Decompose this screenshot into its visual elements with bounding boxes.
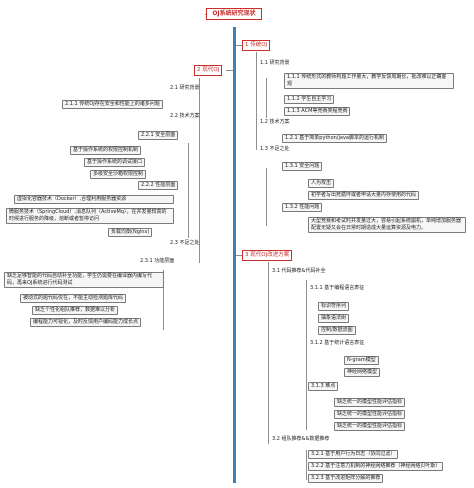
node-1-1-3: 1.1.3 ACM等竞赛类程竞赛 [284,107,351,116]
root-title: OJ系统研究现状 [206,8,262,20]
node-2-2: 2.2 技术方案 [170,113,200,119]
node-3-1-3: 3.1.3 难点 [308,382,339,391]
node-3-2-2: 3.2.2 基于注意力机制的神经网络推荐（神经网络贝叶斯） [308,462,444,471]
node-2-3-1-b: 被动式的题代码仅在，不能主动检测题库代码 [20,294,127,303]
node-2-3-1-c: 缺乏个性化组队推荐，数据难以分析 [32,306,119,315]
node-1-1: 1.1 研究背景 [260,60,290,66]
node-3-1-3-a: 缺乏统一的模型性能评估指标 [334,398,406,407]
node-1-3: 1.3 不足之处 [260,146,290,152]
node-2-1: 2.1 研究背景 [170,85,200,91]
node-1-3-2-a: 大型竞赛和考试时并发量过大，容易引起系统崩机，单纯增加服务器配置无疑又会在日常时… [308,217,466,233]
node-1-1-2: 1.1.2 学生自主学习 [284,95,335,104]
branch-2-modern-oj: 2 现代OJ [194,65,223,76]
branch-1-traditional-oj: 1 传统OJ [242,40,271,51]
node-3-1: 3.1 代码推荐&代码补全 [272,268,326,274]
node-2-2-1-b: 基于操作系统的调试接口 [84,158,146,167]
node-3-1-2-b: 神经网络模型 [344,368,381,377]
node-1-3-1-b: 初学者写出死循环或者申请大量内存使用的代码 [308,191,420,200]
node-1-3-1-a: 人为攻击 [308,179,335,188]
node-2-2-2-c: 负载均衡(Nginx) [108,228,153,237]
node-2-3-1: 2.3.1 功能层面 [140,258,175,264]
node-2-1-1: 2.1.1 传统OJ存在安全和性能上的诸多问题 [62,100,163,109]
node-3-2: 3.2 组队推荐&&数据推荐 [272,436,330,442]
mind-map-trunk [233,27,236,483]
node-3-2-1: 3.2.1 基于用户行为日志（协同过滤） [308,450,399,459]
node-3-1-2-a: N-gram模型 [344,356,379,365]
node-3-1-3-c: 缺乏统一的模型性能评估指标 [334,422,406,431]
node-3-1-1: 3.1.1 基于编程语言表征 [310,285,365,291]
node-3-1-1-c: 控制/数据流图 [318,326,356,335]
node-1-3-1: 1.3.1 安全问题 [282,162,323,171]
node-2-3: 2.3 不足之处 [170,240,200,246]
node-2-2-2-a: 虚拟化容器技术（Docker）,合理利用服务器资源 [14,195,174,204]
node-3-1-1-b: 抽象语法树 [318,314,350,323]
node-1-2: 1.2 技术方案 [260,119,290,125]
node-2-3-1-a: 缺乏足够智能的代码自动补全功能，学生仍需要在编译器内编写代码，再来OJ系统进行代… [4,272,164,288]
node-3-2-3: 3.2.3 基于改进矩阵分解的推荐 [308,474,384,483]
node-3-1-1-a: 标识符序列 [318,302,350,311]
node-2-2-1-c: 多级安全沙箱权限控制 [90,170,147,179]
node-1-3-2: 1.3.2 性能问题 [282,203,323,212]
branch-3-improvement: 3 现代OJ改进方案 [242,250,293,261]
node-2-2-2: 2.2.2 性能层面 [138,181,179,190]
node-1-1-1: 1.1.1 传统形式的教师判题工作量大，教学反馈周期长，批改难以正确客观 [284,73,454,89]
node-2-2-1: 2.2.1 安全层面 [138,131,179,140]
node-2-2-1-a: 基于操作系统的权限控制机制 [70,146,142,155]
node-3-1-2: 3.1.2 基于统计语言表征 [310,340,365,346]
node-2-3-1-d: 编程能力可视化，及时反馈用户编码能力成长点 [30,318,142,327]
node-2-2-2-b: 微服务技术（SpringCloud）,消息队列（ActiveMq），在并发量较高… [6,208,174,224]
node-1-2-1: 1.2.1 基于简单python/java脚本的运行机制 [282,134,387,143]
node-3-1-3-b: 缺乏统一的模型性能评估指标 [334,410,406,419]
